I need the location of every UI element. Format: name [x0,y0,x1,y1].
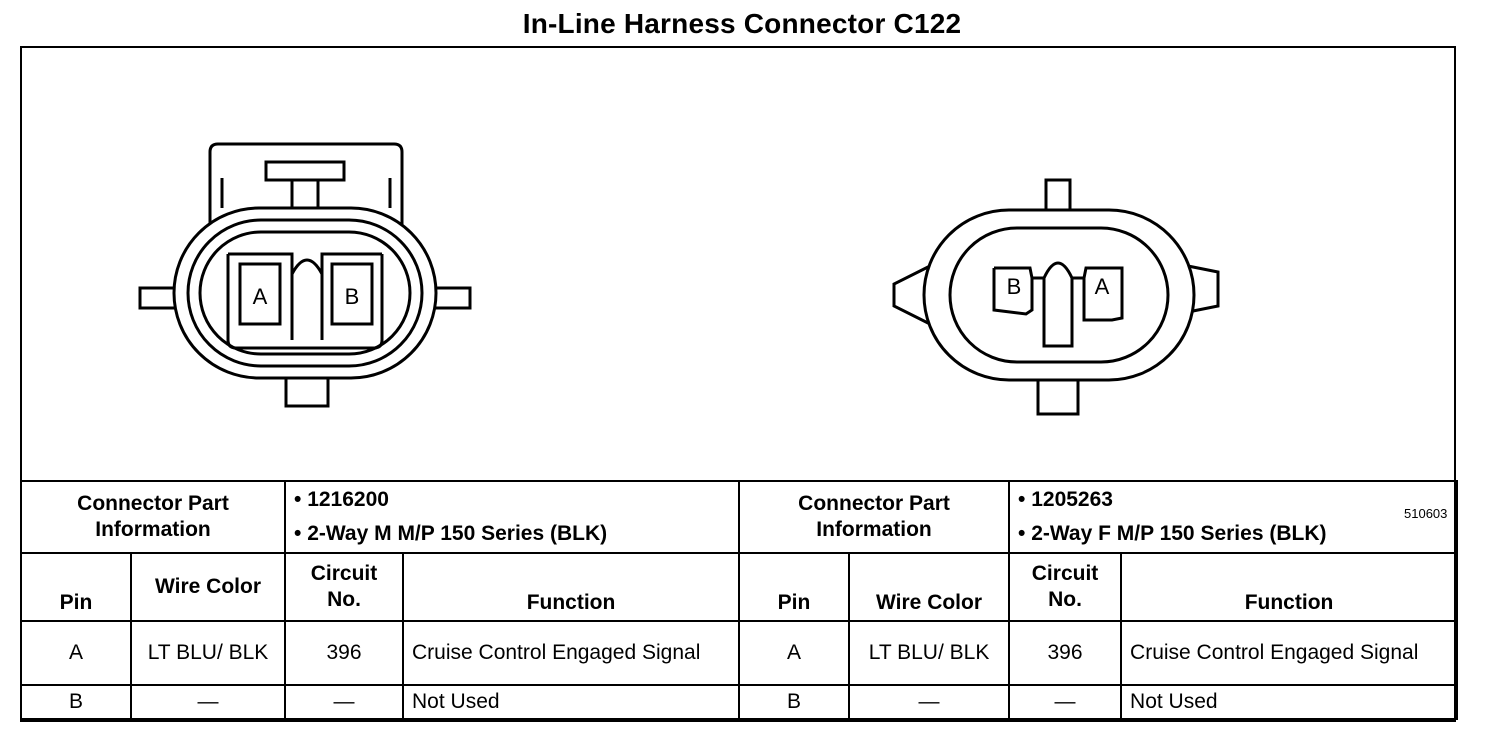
left-part-info-label: Connector Part Information [19,480,287,554]
left-wire-color: LT BLU/ BLK [129,620,287,686]
right-circuit: 396 [1008,620,1123,686]
right-col-circuit: Circuit No. [1008,552,1123,622]
left-circuit: 396 [284,620,405,686]
right-function: Not Used [1120,684,1459,720]
right-col-pin: Pin [738,552,851,622]
right-wire-color: — [848,684,1011,720]
right-part-number: 1205263 [1031,488,1113,511]
right-wire-color: LT BLU/ BLK [848,620,1011,686]
left-part-details: • 1216200 • 2-Way M M/P 150 Series (BLK) [284,480,741,554]
left-pin: B [20,684,132,720]
left-pin-label-a: A [253,284,268,309]
left-col-function: Function [402,552,741,622]
right-circuit: — [1008,684,1123,720]
left-function: Not Used [402,684,741,720]
left-circuit: — [284,684,405,720]
right-part-description: 2-Way F M/P 150 Series (BLK) [1031,522,1327,545]
page-title: In-Line Harness Connector C122 [522,8,962,39]
right-part-details: • 1205263 • 2-Way F M/P 150 Series (BLK) [1008,480,1459,554]
right-pin-label-a: A [1095,274,1110,299]
right-connector-drawing [892,178,1220,416]
diagram-frame: A B B A 510603 [20,46,1456,722]
right-function: Cruise Control Engaged Signal [1120,620,1459,686]
left-pin: A [20,620,132,686]
column-header-row: Pin Wire Color Circuit No. Function Pin … [20,552,1459,622]
right-pin-label-b: B [1007,274,1022,299]
left-function: Cruise Control Engaged Signal [402,620,741,686]
left-connector-drawing [138,142,472,408]
left-col-wire-color: Wire Color [129,552,287,622]
left-col-circuit: Circuit No. [284,552,405,622]
right-col-function: Function [1120,552,1459,622]
right-pin: A [738,620,851,686]
left-part-number: 1216200 [307,488,389,511]
left-wire-color: — [129,684,287,720]
right-col-wire-color: Wire Color [848,552,1011,622]
left-part-description: 2-Way M M/P 150 Series (BLK) [307,522,608,545]
left-col-pin: Pin [20,552,132,622]
table-row: B — — Not Used B — — Not Used [20,684,1459,720]
connector-drawings: A B B A [138,142,1220,416]
right-part-info-label: Connector Part Information [738,480,1011,554]
part-info-row: Connector Part Information • 1216200 • 2… [19,480,1459,554]
table-row: A LT BLU/ BLK 396 Cruise Control Engaged… [20,620,1459,686]
connector-info-table: Connector Part Information • 1216200 • 2… [19,480,1459,720]
left-pin-label-b: B [345,284,360,309]
right-pin: B [738,684,851,720]
